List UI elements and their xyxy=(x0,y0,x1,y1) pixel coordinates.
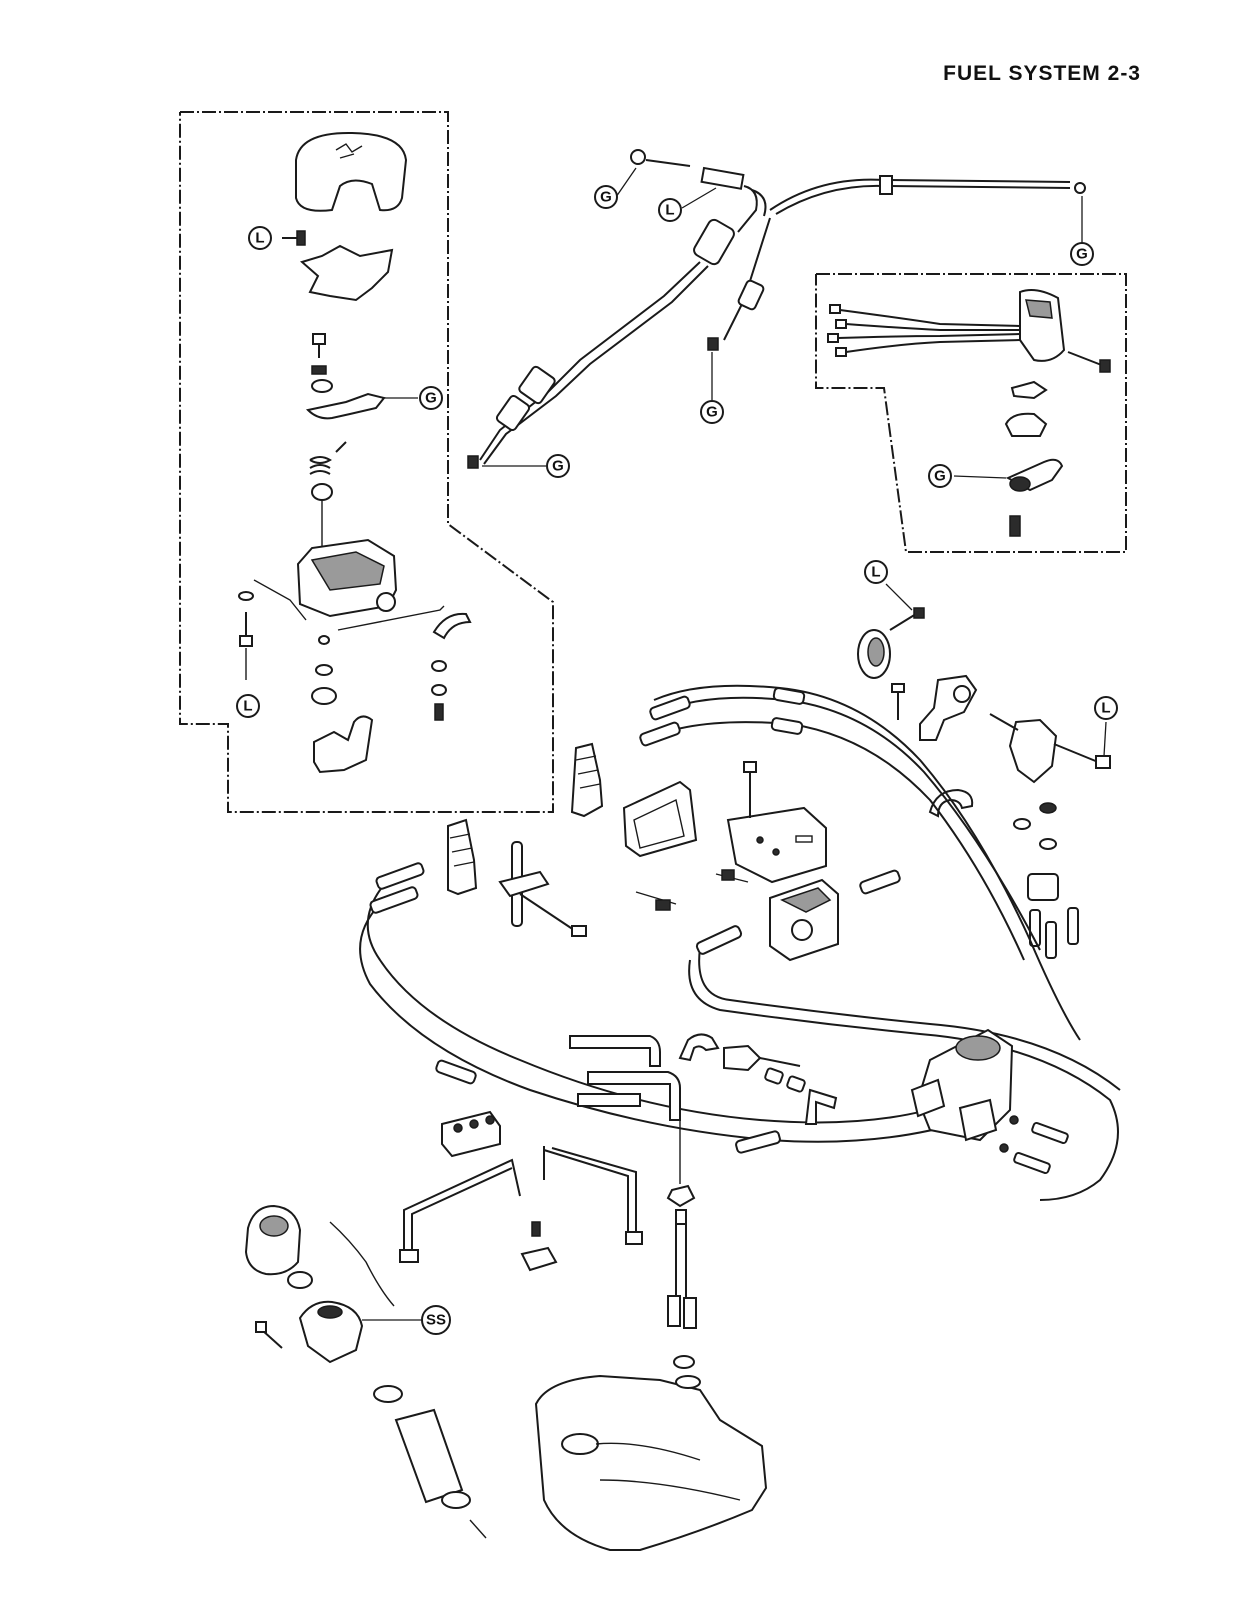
hose-clip-block xyxy=(441,1110,501,1158)
callout-ss-filler: SS xyxy=(421,1305,451,1335)
callout-l-housing-screw: L xyxy=(236,694,260,718)
filler-neck xyxy=(255,1300,364,1364)
leader-l-primer-pump xyxy=(1103,721,1107,757)
choke-wiring-harness xyxy=(827,304,1021,357)
choke-knob xyxy=(1005,458,1064,492)
choke-switch-cam xyxy=(1004,412,1048,437)
throttle-housing xyxy=(296,538,398,618)
throttle-trigger xyxy=(313,715,374,774)
svg-text:L: L xyxy=(243,698,252,715)
return-spring xyxy=(309,441,347,475)
callout-l-cable: L xyxy=(658,198,682,222)
callout-l-primer-pump: L xyxy=(1094,696,1118,720)
svg-text:G: G xyxy=(600,189,612,206)
svg-text:G: G xyxy=(552,458,564,475)
svg-text:L: L xyxy=(665,202,674,219)
hose-clip-bracket xyxy=(498,841,587,937)
hose-holder-lower xyxy=(447,818,478,896)
short-hoses-right xyxy=(1029,907,1079,959)
throttle-gasket-seal xyxy=(432,612,472,640)
housing-screw xyxy=(239,612,253,680)
svg-text:G: G xyxy=(425,390,437,407)
choke-switch-plate xyxy=(1010,380,1048,400)
filler-hose xyxy=(373,1385,487,1539)
callout-g-cable-end-e: G xyxy=(546,454,570,478)
svg-text:L: L xyxy=(1101,700,1110,717)
spring-bushing xyxy=(311,483,333,501)
cap-chain xyxy=(329,1221,395,1307)
primer-bracket xyxy=(891,674,978,741)
choke-switch-boundary xyxy=(815,273,1127,553)
cover-gasket xyxy=(299,244,394,302)
fuel-lines-upper xyxy=(639,684,1081,1041)
svg-text:G: G xyxy=(706,404,718,421)
pivot-bolt xyxy=(311,333,333,393)
housing-washer xyxy=(238,591,254,601)
filler-cap xyxy=(244,1204,313,1289)
choke-switch-body xyxy=(1019,289,1111,373)
choke-cable xyxy=(707,175,1086,351)
lever-washer xyxy=(311,687,337,705)
throttle-lever xyxy=(305,392,386,420)
primer-knob xyxy=(857,607,925,679)
callout-g-cable-end-c: G xyxy=(1070,242,1094,266)
svg-text:L: L xyxy=(255,230,264,247)
fuel-pump xyxy=(769,878,839,962)
fuel-filter-line xyxy=(678,1033,838,1125)
pump-screw xyxy=(721,869,735,881)
callout-g-choke-knob: G xyxy=(928,464,952,488)
carburetor xyxy=(910,1028,1014,1142)
primer-pump xyxy=(989,713,1111,784)
svg-text:G: G xyxy=(934,468,946,485)
svg-text:L: L xyxy=(871,564,880,581)
pump-mount-plate xyxy=(726,761,827,884)
cover-screw xyxy=(282,230,306,246)
svg-text:SS: SS xyxy=(426,1312,446,1329)
lower-nuts xyxy=(431,660,447,721)
strap-clamp xyxy=(520,1221,558,1272)
bracket-screw xyxy=(655,899,671,911)
callout-g-cable-end-a: G xyxy=(594,185,618,209)
carb-fittings xyxy=(999,1115,1069,1175)
fuel-tank xyxy=(534,1374,768,1551)
page-title: FUEL SYSTEM 2-3 xyxy=(943,62,1141,85)
leader-g-cable-end-a xyxy=(615,167,637,198)
pump-bracket xyxy=(622,780,698,858)
throttle-assembly-boundary xyxy=(179,111,554,813)
choke-screw xyxy=(1009,515,1021,537)
fuel-lines-lower xyxy=(359,862,1121,1201)
throttle-cover xyxy=(295,131,408,212)
leader-g-choke-knob xyxy=(953,475,1007,479)
callout-g-cable-end-d: G xyxy=(700,400,724,424)
throttle-cable xyxy=(467,149,767,469)
callout-l-cover-screw: L xyxy=(248,226,272,250)
leader-l-primer xyxy=(885,583,913,611)
leader-g-cable-end-b xyxy=(681,187,717,209)
callout-l-primer: L xyxy=(864,560,888,584)
callout-g-lever: G xyxy=(419,386,443,410)
hose-holder-upper xyxy=(570,742,604,818)
hose-clamp-large xyxy=(928,788,974,818)
svg-text:G: G xyxy=(1076,246,1088,263)
check-valves xyxy=(1013,802,1059,901)
vent-hoses xyxy=(435,1035,781,1154)
fuel-gauge-sender xyxy=(666,1100,697,1369)
tank-straps xyxy=(399,1146,643,1263)
